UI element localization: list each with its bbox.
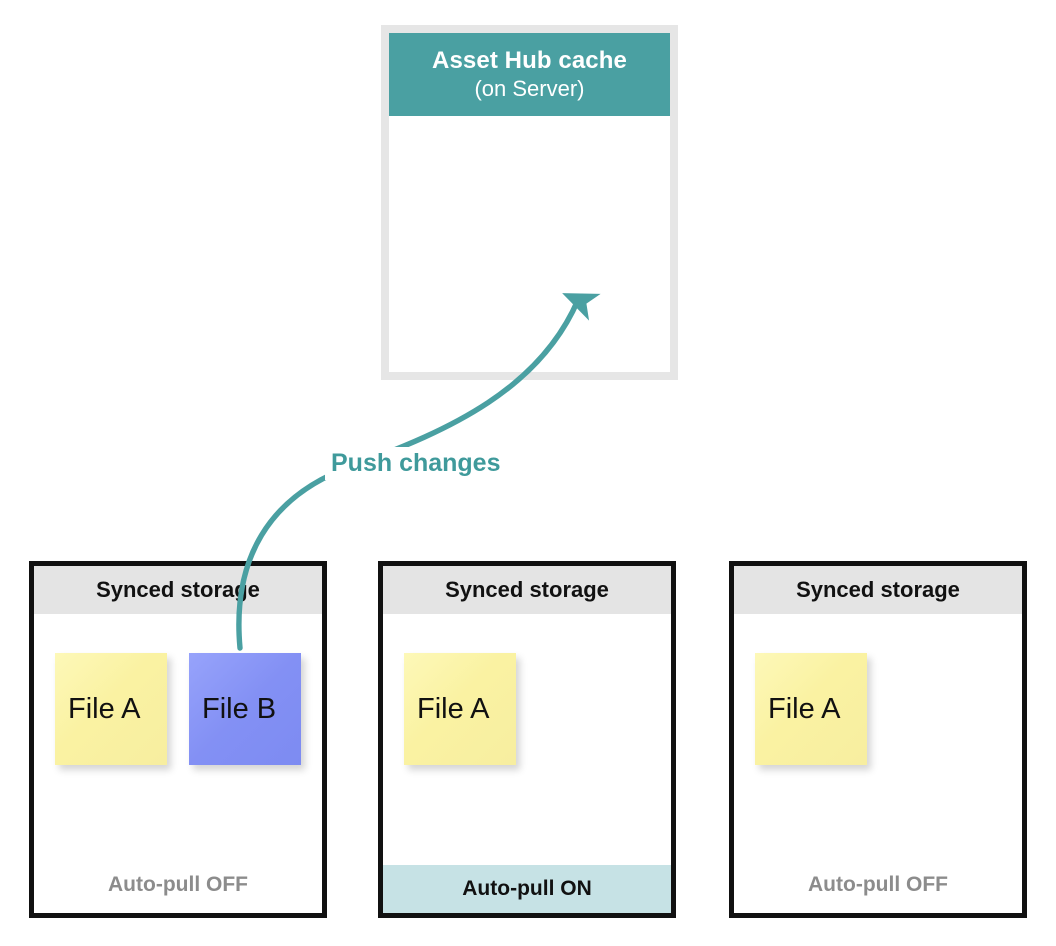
asset-hub-subtitle: (on Server) bbox=[474, 75, 585, 101]
storage1-file-card-a: File A bbox=[55, 653, 167, 765]
synced-storage-box-3: Synced storage File A Auto-pull OFF bbox=[729, 561, 1027, 918]
synced-storage-files-1: File A File B bbox=[55, 653, 301, 765]
synced-storage-files-2: File A bbox=[404, 653, 516, 765]
push-changes-label: Push changes bbox=[325, 447, 507, 480]
synced-storage-body-2: File A Auto-pull ON bbox=[383, 614, 671, 913]
storage2-file-card-a: File A bbox=[404, 653, 516, 765]
asset-hub-cache-panel: Asset Hub cache (on Server) bbox=[381, 25, 678, 380]
synced-storage-body-3: File A Auto-pull OFF bbox=[734, 614, 1022, 913]
storage3-file-card-a: File A bbox=[755, 653, 867, 765]
synced-storage-header-1: Synced storage bbox=[34, 566, 322, 614]
synced-storage-files-3: File A bbox=[755, 653, 867, 765]
synced-storage-body-1: File A File B Auto-pull OFF bbox=[34, 614, 322, 913]
auto-pull-status-2: Auto-pull ON bbox=[383, 865, 671, 913]
storage1-file-card-a-label: File A bbox=[68, 692, 141, 725]
synced-storage-box-1: Synced storage File A File B Auto-pull O… bbox=[29, 561, 327, 918]
auto-pull-status-3: Auto-pull OFF bbox=[808, 873, 948, 896]
storage2-file-card-a-label: File A bbox=[417, 692, 490, 725]
auto-pull-status-1: Auto-pull OFF bbox=[108, 873, 248, 896]
storage1-file-card-b-label: File B bbox=[202, 692, 277, 725]
synced-storage-header-3: Synced storage bbox=[734, 566, 1022, 614]
asset-hub-title: Asset Hub cache bbox=[432, 47, 627, 75]
synced-storage-header-2: Synced storage bbox=[383, 566, 671, 614]
storage3-file-card-a-label: File A bbox=[768, 692, 841, 725]
asset-hub-body bbox=[389, 116, 670, 372]
synced-storage-box-2: Synced storage File A Auto-pull ON bbox=[378, 561, 676, 918]
storage1-file-card-b: File B bbox=[189, 653, 301, 765]
asset-hub-header: Asset Hub cache (on Server) bbox=[389, 33, 670, 116]
